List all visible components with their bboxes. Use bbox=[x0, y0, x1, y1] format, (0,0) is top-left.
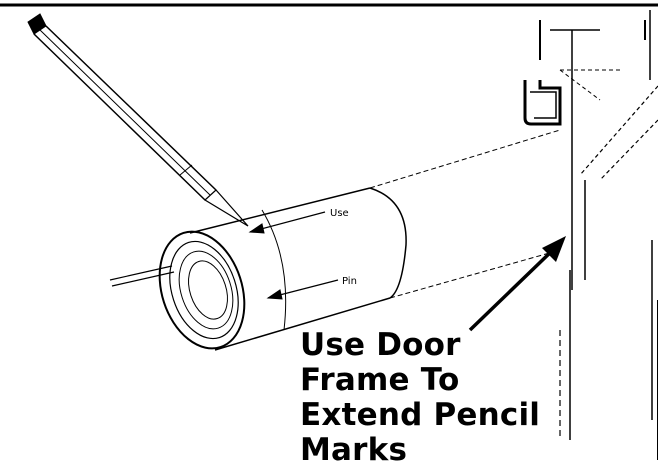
arrow-icon bbox=[468, 236, 566, 332]
pencil-icon bbox=[27, 13, 249, 227]
tube-label-lower: Pin bbox=[342, 276, 357, 287]
caption-line-2: Frame To bbox=[300, 362, 460, 398]
caption-line-3: Extend Pencil bbox=[300, 397, 541, 433]
door-frame bbox=[523, 10, 658, 460]
caption-line-1: Use Door bbox=[300, 327, 461, 363]
caption-line-4: Marks bbox=[300, 432, 408, 468]
tube-label-upper: Use bbox=[330, 208, 349, 219]
caption: Use Door Frame To Extend Pencil Marks bbox=[300, 328, 540, 468]
paper-roll-tube bbox=[109, 129, 561, 351]
